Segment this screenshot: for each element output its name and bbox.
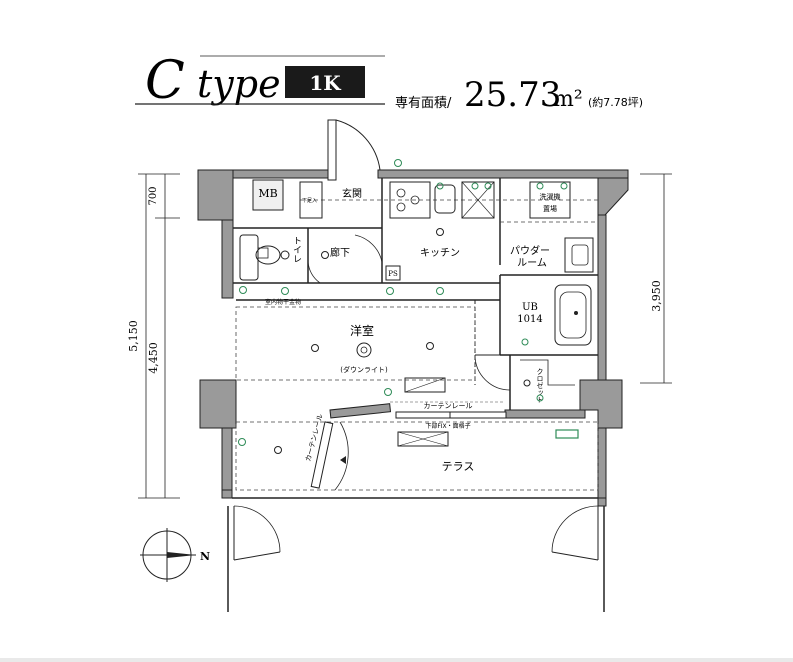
kitchen-counter — [389, 181, 495, 219]
entrance-label: 玄関 — [342, 187, 362, 200]
type-letter: C — [145, 51, 185, 111]
washbasin — [564, 237, 594, 273]
dashed-lines — [235, 199, 600, 491]
hallway-label: 廊下 — [330, 246, 350, 259]
partitions — [233, 178, 598, 410]
terrace-gate-left[interactable] — [227, 505, 281, 612]
powder-room-label-2: ルーム — [517, 257, 547, 269]
dimension-left — [138, 173, 180, 499]
area-unit: m² — [553, 87, 583, 112]
walls — [197, 169, 629, 507]
terrace-label: テラス — [442, 460, 475, 473]
outdoor-unit — [397, 431, 449, 447]
toilet-label: トイレ — [291, 236, 302, 263]
layout-badge — [285, 66, 365, 98]
toilet-room: トイレ — [239, 234, 302, 281]
dimension-right — [640, 173, 672, 384]
panel-box — [555, 429, 579, 439]
entrance-door[interactable] — [327, 119, 381, 181]
unit-bath-label-1: UB — [522, 302, 538, 313]
kitchen-label: キッチン — [420, 247, 460, 259]
svg-text:洗濯機: 洗濯機 — [540, 192, 561, 201]
compass-needle-icon — [167, 552, 196, 558]
laundry-space: 洗濯機 置場 — [529, 181, 571, 219]
svg-text:下足入: 下足入 — [302, 198, 317, 204]
bottom-bar — [0, 658, 793, 662]
dimension-left-inner: 4,450 — [147, 342, 160, 374]
western-room-label: 洋室 — [350, 323, 374, 338]
area-tsubo: (約7.78坪) — [588, 95, 643, 109]
bay-window[interactable] — [310, 421, 349, 491]
area-value: 25.73 — [464, 75, 561, 115]
mb-label: MB — [258, 187, 277, 200]
layout-badge-text: 1K — [309, 71, 341, 95]
toilet-door[interactable] — [307, 261, 321, 284]
kitchen-door[interactable] — [354, 234, 383, 263]
closet: クロゼット — [474, 354, 575, 403]
svg-text:置場: 置場 — [543, 204, 557, 213]
svg-text:クロゼット: クロゼット — [536, 368, 544, 403]
ceiling-light — [356, 342, 372, 358]
ps-shaft: PS — [385, 265, 401, 281]
sliding-window[interactable] — [395, 411, 507, 419]
shoebox: 下足入 — [299, 181, 323, 219]
dimension-left-outer: 5,150 — [127, 320, 140, 352]
ceiling-fixture-icons — [274, 228, 531, 454]
terrace-gate-right[interactable] — [551, 505, 605, 612]
curtain-rail-label-1: カーテンレール — [424, 402, 473, 410]
area-label: 専有面積/ — [395, 96, 452, 111]
picture-rail-label: 室内物干金物 — [265, 298, 301, 306]
unit-bath-label-2: 1014 — [517, 314, 542, 325]
outlet-icons — [238, 159, 568, 446]
dimension-left-top: 700 — [148, 186, 159, 205]
aircon-unit — [404, 377, 446, 393]
dimension-right-value: 3,950 — [650, 280, 663, 312]
unit-bath — [554, 284, 592, 346]
svg-text:PS: PS — [388, 270, 398, 278]
plan-header: C type 1K 専有面積/ 25.73 m² (約7.78坪) — [135, 51, 643, 115]
mb-closet: MB — [252, 179, 284, 211]
compass-north: N — [200, 550, 210, 563]
lower-fix-label: 下部FIX・面格子 — [425, 422, 470, 430]
compass — [140, 528, 196, 582]
type-word: type — [197, 62, 281, 106]
ceiling-light-label: (ダウンライト) — [340, 365, 388, 374]
powder-room-label-1: パウダー — [510, 244, 550, 257]
